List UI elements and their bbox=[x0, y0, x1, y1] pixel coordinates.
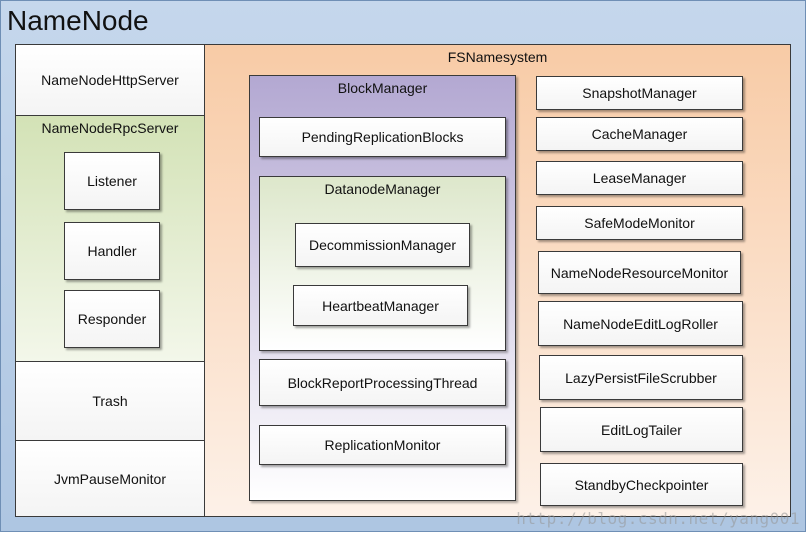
replication-monitor-box: ReplicationMonitor bbox=[259, 425, 506, 465]
lazy-persist-file-scrubber-box: LazyPersistFileScrubber bbox=[539, 355, 743, 400]
datanode-manager-title: DatanodeManager bbox=[324, 181, 441, 197]
namenode-edit-log-roller-box: NameNodeEditLogRoller bbox=[538, 301, 743, 346]
trash-box: Trash bbox=[15, 361, 205, 441]
namenode-rpc-server-title: NameNodeRpcServer bbox=[41, 120, 179, 136]
responder-box: Responder bbox=[64, 290, 160, 348]
jvm-pause-monitor-box: JvmPauseMonitor bbox=[15, 440, 205, 517]
snapshot-manager-box: SnapshotManager bbox=[536, 76, 743, 110]
handler-box: Handler bbox=[64, 222, 160, 280]
namenode-http-server-box: NameNodeHttpServer bbox=[15, 44, 205, 116]
cache-manager-box: CacheManager bbox=[536, 117, 743, 151]
standby-checkpointer-box: StandbyCheckpointer bbox=[540, 463, 743, 506]
namenode-title: NameNode bbox=[7, 5, 149, 36]
namenode-resource-monitor-box: NameNodeResourceMonitor bbox=[538, 251, 741, 294]
watermark-text: http://blog.csdn.net/yang001 bbox=[516, 509, 800, 528]
lease-manager-box: LeaseManager bbox=[536, 161, 743, 195]
listener-box: Listener bbox=[64, 152, 160, 210]
pending-replication-blocks-box: PendingReplicationBlocks bbox=[259, 117, 506, 157]
block-manager-title: BlockManager bbox=[337, 80, 428, 96]
decommission-manager-box: DecommissionManager bbox=[295, 223, 470, 267]
safe-mode-monitor-box: SafeModeMonitor bbox=[536, 206, 743, 240]
edit-log-tailer-box: EditLogTailer bbox=[540, 407, 743, 452]
fsnamesystem-title: FSNamesystem bbox=[447, 49, 548, 65]
block-report-processing-thread-box: BlockReportProcessingThread bbox=[259, 359, 506, 406]
heartbeat-manager-box: HeartbeatManager bbox=[293, 285, 468, 326]
